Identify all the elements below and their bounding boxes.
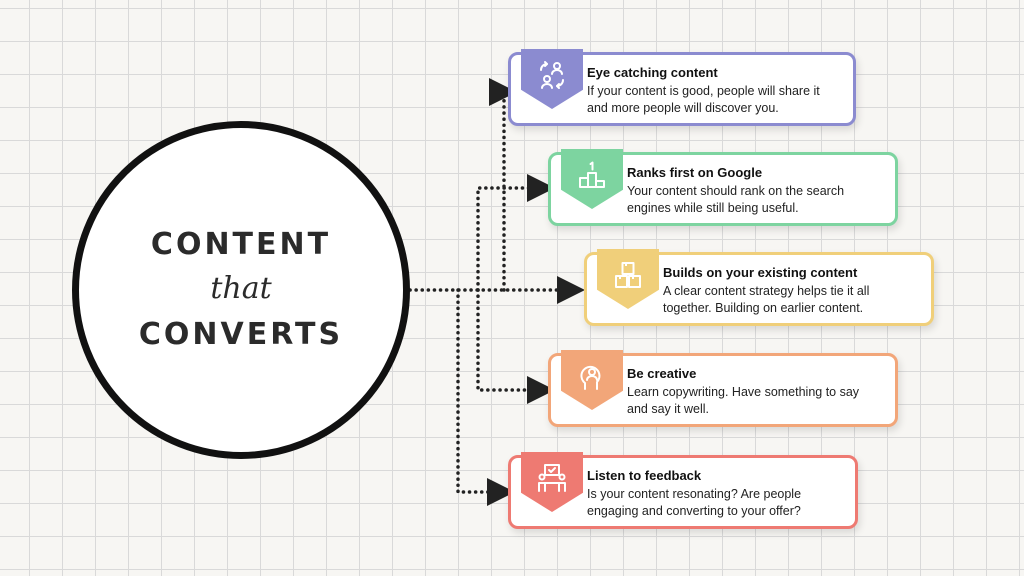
creative-head-icon [580, 365, 601, 390]
description-line: engines while still being useful. [627, 201, 799, 215]
card-badge [561, 149, 623, 209]
card-badge [521, 49, 583, 109]
hub-title-content: CONTENT [150, 227, 332, 262]
description-line: A clear content strategy helps tie it al… [663, 284, 870, 298]
card-badge [521, 452, 583, 512]
card-title: Listen to feedback [587, 468, 702, 483]
card-be-creative: Be creative Learn copywriting. Have some… [548, 350, 898, 427]
hub-title-converts: CONVERTS [138, 317, 344, 352]
card-builds-on-existing-content: Builds on your existing content A clear … [584, 249, 934, 326]
description-line: and say it well. [627, 402, 709, 416]
card-title: Ranks first on Google [627, 165, 763, 180]
description-line: engaging and converting to your offer? [587, 504, 801, 518]
podium-icon [579, 161, 605, 188]
connector-ranks-first [476, 174, 555, 292]
connector-be-creative [476, 288, 555, 404]
card-description: Your content should rank on the search e… [627, 183, 844, 217]
connector-listen-feedback [456, 288, 515, 506]
hub-circle: CONTENT that CONVERTS [72, 121, 410, 459]
card-badge [561, 350, 623, 410]
card-badge [597, 249, 659, 309]
card-listen-to-feedback: Listen to feedback Is your content reson… [508, 452, 858, 529]
card-title: Be creative [627, 366, 697, 381]
people-share-icon [540, 61, 564, 89]
card-title: Builds on your existing content [663, 265, 858, 280]
card-description: A clear content strategy helps tie it al… [663, 283, 869, 317]
description-line: Is your content resonating? Are people [587, 487, 802, 501]
card-description: If your content is good, people will sha… [587, 83, 820, 117]
description-line: Your content should rank on the search [627, 184, 845, 198]
card-title: Eye catching content [587, 65, 718, 80]
description-line: and more people will discover you. [587, 101, 779, 115]
description-line: Learn copywriting. Have something to say [627, 385, 860, 399]
stacked-boxes-icon [615, 262, 641, 288]
feedback-board-icon [538, 464, 566, 492]
hub-title-that: that [210, 271, 272, 306]
card-description: Is your content resonating? Are people e… [587, 486, 801, 520]
card-eye-catching-content: Eye catching content If your content is … [508, 49, 856, 126]
card-ranks-first-on-google: Ranks first on Google Your content shoul… [548, 149, 898, 226]
description-line: If your content is good, people will sha… [587, 84, 820, 98]
description-line: together. Building on earlier content. [663, 301, 864, 315]
card-description: Learn copywriting. Have something to say… [627, 384, 859, 418]
